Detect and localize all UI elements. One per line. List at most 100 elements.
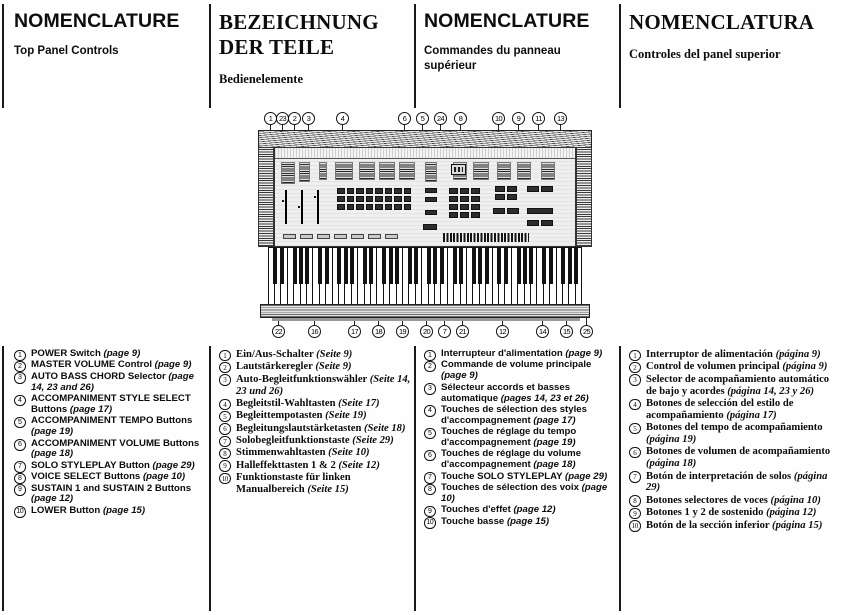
list-item-page-ref: (page 19) bbox=[533, 437, 576, 448]
callout-number-8: 8 bbox=[454, 112, 467, 125]
black-key bbox=[478, 248, 483, 284]
panel-bottom-button bbox=[300, 234, 313, 239]
black-key bbox=[516, 248, 521, 284]
sustain-button bbox=[495, 186, 505, 192]
white-key bbox=[461, 248, 468, 304]
tempo-slot bbox=[317, 190, 319, 224]
list-item-page-ref: (page 15) bbox=[102, 504, 146, 516]
list-divider-3 bbox=[619, 346, 621, 611]
voice-select-button bbox=[449, 204, 458, 210]
list-item-page-ref: (página 9) bbox=[782, 361, 828, 373]
list-marker-circled-number: 3 bbox=[14, 372, 26, 384]
voice-select-button bbox=[449, 212, 458, 218]
effect-button bbox=[507, 208, 519, 214]
list-item-label: Begleittempotasten bbox=[236, 410, 326, 422]
list-marker-circled-number: 3 bbox=[629, 374, 641, 386]
list-item-page-ref: (Seite 10) bbox=[328, 447, 370, 459]
white-key bbox=[486, 248, 493, 304]
list-item-page-ref: (página 19) bbox=[646, 434, 697, 446]
sustain-button bbox=[507, 194, 517, 200]
list-item-page-ref: (Seite 12) bbox=[338, 459, 380, 471]
white-key bbox=[281, 248, 288, 304]
list-item-page-ref: (page 9) bbox=[103, 348, 141, 359]
style-select-button bbox=[356, 204, 364, 210]
panel-label-1 bbox=[281, 162, 295, 184]
list-item: 10 LOWER Button (page 15) bbox=[14, 504, 206, 518]
header-column-german: BEZEICHNUNG DER TEILE Bedienelemente bbox=[219, 10, 409, 87]
list-item-page-ref: (page 14, 23 and 26) bbox=[31, 370, 194, 393]
panel-label-11 bbox=[497, 162, 511, 180]
list-marker-circled-number: 8 bbox=[219, 447, 231, 460]
list-marker-circled-number: 4 bbox=[424, 405, 436, 417]
style-select-button bbox=[365, 204, 373, 210]
list-marker-circled-number: 6 bbox=[219, 423, 231, 435]
white-key bbox=[576, 248, 581, 304]
list-item-label: ACCOMPANIMENT TEMPO Buttons bbox=[31, 415, 193, 427]
black-key bbox=[548, 248, 553, 284]
style-select-button bbox=[356, 196, 364, 202]
black-key bbox=[279, 248, 284, 284]
panel-label-2 bbox=[299, 162, 310, 182]
list-item-page-ref: (página 17) bbox=[726, 409, 777, 421]
function-button bbox=[541, 220, 553, 226]
list-item-label: LOWER Button bbox=[31, 504, 103, 516]
list-item-label: SUSTAIN 1 and SUSTAIN 2 Buttons bbox=[31, 482, 192, 494]
style-select-button bbox=[375, 188, 383, 194]
list-item-page-ref: (página 9) bbox=[775, 349, 821, 360]
black-key bbox=[337, 248, 342, 284]
list-marker-circled-number: 1 bbox=[14, 349, 26, 362]
header-divider-1 bbox=[209, 4, 211, 108]
list-item-page-ref: (page 29) bbox=[152, 459, 195, 471]
list-item-page-ref: (page 9) bbox=[441, 370, 478, 382]
accompaniment-volume-knob bbox=[298, 206, 300, 208]
list-item-label: Touches de réglage du tempo d'accompagne… bbox=[441, 426, 577, 448]
list-item-label: Touches d'effet bbox=[441, 504, 514, 516]
style-select-button bbox=[346, 188, 354, 194]
list-marker-circled-number: 1 bbox=[424, 349, 436, 362]
style-select-button bbox=[337, 188, 345, 194]
list-item-label: Stimmenwahltasten bbox=[236, 447, 329, 459]
speaker-grille-right bbox=[576, 147, 592, 247]
list-marker-circled-number: 7 bbox=[629, 471, 641, 483]
panel-label-12 bbox=[517, 162, 531, 180]
list-marker-circled-number: 7 bbox=[14, 461, 26, 473]
list-item-label: AUTO BASS CHORD Selector bbox=[31, 370, 169, 382]
list-marker-circled-number: 5 bbox=[629, 422, 641, 435]
style-select-button bbox=[384, 204, 392, 210]
page-title-german: BEZEICHNUNG DER TEILE bbox=[219, 10, 379, 59]
list-item-label: ACCOMPANIMENT STYLE SELECT Buttons bbox=[31, 393, 191, 415]
panel-label-4 bbox=[335, 162, 353, 180]
list-item-label: Halleffekttasten 1 & 2 bbox=[236, 459, 339, 471]
list-item-page-ref: (page 10) bbox=[441, 482, 608, 504]
style-select-button bbox=[384, 188, 392, 194]
panel-label-6 bbox=[379, 162, 395, 180]
divider-left-edge bbox=[2, 4, 4, 108]
callout-number-14: 14 bbox=[536, 325, 549, 338]
panel-bottom-button bbox=[351, 234, 364, 239]
list-marker-circled-number: 8 bbox=[14, 472, 26, 485]
black-key bbox=[414, 248, 419, 284]
sustain-button bbox=[507, 186, 517, 192]
voice-select-button bbox=[449, 196, 458, 202]
list-item-label: Lautstärkeregler bbox=[236, 361, 316, 373]
voice-select-button bbox=[460, 212, 469, 218]
list-item-label: Interruptor de alimentación bbox=[646, 349, 776, 360]
list-item-page-ref: (Seite 9) bbox=[315, 361, 352, 373]
black-key bbox=[529, 248, 534, 284]
style-select-button bbox=[403, 204, 411, 210]
list-marker-circled-number: 10 bbox=[14, 506, 26, 518]
panel-bottom-button bbox=[317, 234, 330, 239]
callout-number-7: 7 bbox=[438, 325, 451, 338]
callout-number-12: 12 bbox=[496, 325, 509, 338]
white-key bbox=[371, 248, 378, 304]
